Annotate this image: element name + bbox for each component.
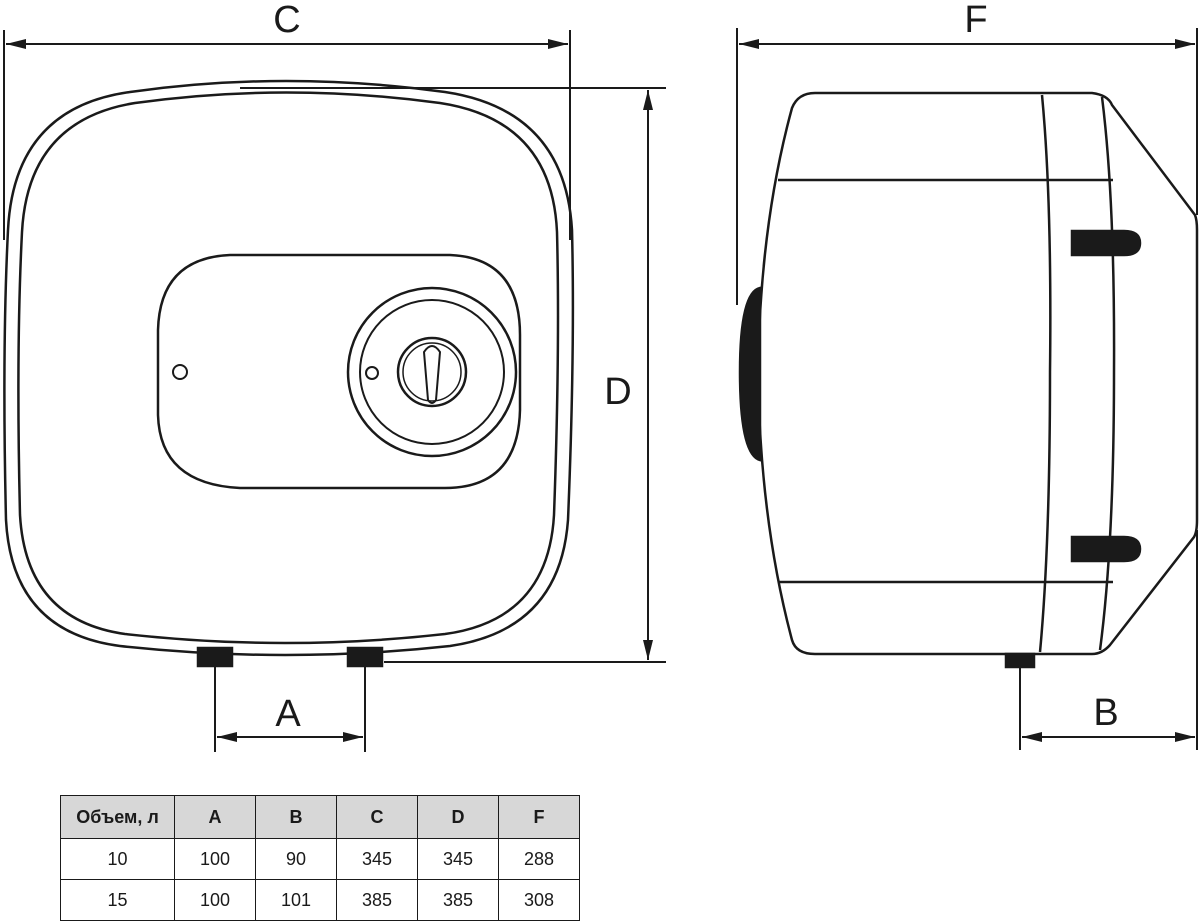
side-knob [738, 286, 762, 462]
dimension-a-label: A [275, 693, 301, 735]
header-c: C [336, 795, 418, 839]
header-a: A [174, 795, 256, 839]
dimension-c [3, 30, 571, 240]
front-pipe-left [196, 646, 234, 668]
mount-bracket-bottom [1070, 535, 1142, 563]
dimension-a [214, 666, 366, 752]
dimension-d [240, 87, 666, 663]
cell-c: 345 [336, 838, 418, 880]
cell-c: 385 [336, 879, 418, 921]
side-back-cap-line [1098, 96, 1116, 651]
thermostat-knob [396, 336, 468, 408]
thermostat-knob-inner [402, 342, 462, 402]
cell-volume: 10 [60, 838, 175, 880]
side-front-cap-line [1038, 94, 1052, 653]
indicator-light [172, 364, 188, 380]
mount-bracket-top [1070, 229, 1142, 257]
cell-a: 100 [174, 838, 256, 880]
table-row: 10 100 90 345 345 288 [60, 838, 580, 880]
front-body-outline [3, 79, 575, 657]
header-volume: Объем, л [60, 795, 175, 839]
header-d: D [417, 795, 499, 839]
dimension-c-label: C [273, 0, 300, 41]
table-header-row: Объем, л A B C D F [60, 795, 580, 839]
cell-f: 308 [498, 879, 580, 921]
cell-volume: 15 [60, 879, 175, 921]
control-panel [156, 253, 522, 490]
cell-b: 90 [255, 838, 337, 880]
dimension-f-label: F [964, 0, 987, 41]
side-body-outline [756, 91, 1199, 656]
front-pipe-right [346, 646, 384, 668]
header-b: B [255, 795, 337, 839]
thermostat-knob-pointer [422, 345, 442, 404]
dimension-f [736, 28, 1198, 305]
thermostat-ring-inner [359, 299, 505, 445]
cell-b: 101 [255, 879, 337, 921]
side-pipe [1004, 652, 1036, 669]
thermostat-led [365, 366, 379, 380]
dimension-b-label: B [1093, 692, 1118, 734]
dimension-b [1019, 530, 1198, 750]
side-view [738, 91, 1199, 669]
cell-d: 385 [417, 879, 499, 921]
cell-d: 345 [417, 838, 499, 880]
front-body-inner-outline [17, 91, 560, 645]
header-f: F [498, 795, 580, 839]
thermostat-ring [346, 286, 518, 458]
dimension-d-label: D [604, 371, 631, 413]
cell-f: 288 [498, 838, 580, 880]
cell-a: 100 [174, 879, 256, 921]
specifications-table: Объем, л A B C D F 10 100 90 345 345 288… [60, 795, 580, 921]
front-view [3, 79, 575, 668]
table-row: 15 100 101 385 385 308 [60, 879, 580, 921]
